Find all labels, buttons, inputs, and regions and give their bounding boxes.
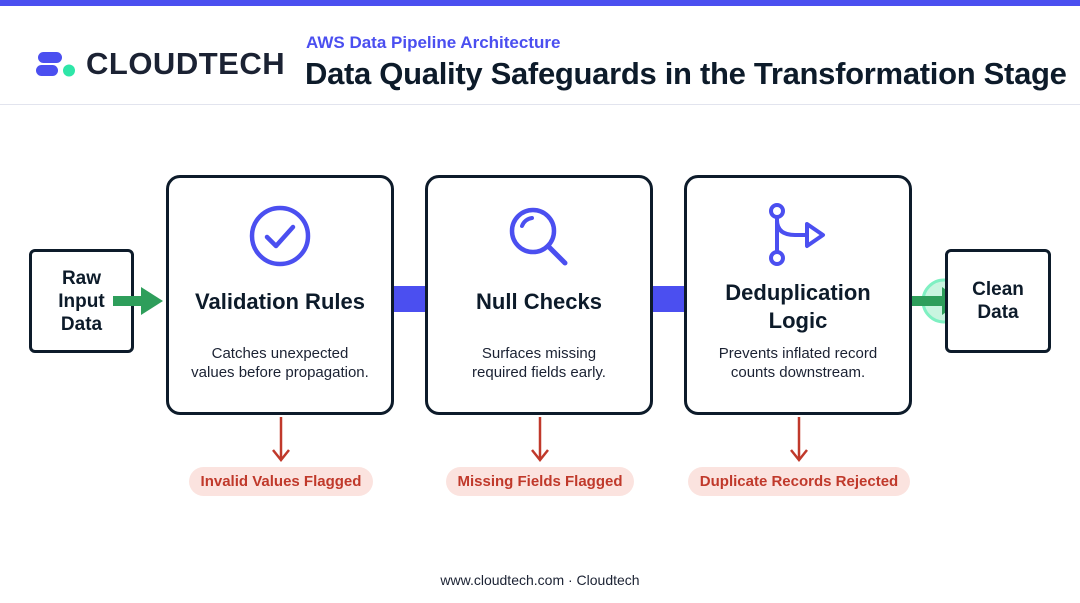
- stage-description-line: counts downstream.: [730, 364, 866, 381]
- page-title: Data Quality Safeguards in the Transform…: [305, 56, 1067, 91]
- stage-deduplication-logic: Deduplication Logic Prevents inflated re…: [684, 175, 912, 415]
- stage-description-line: Prevents inflated record: [718, 345, 878, 362]
- flag-badge: Invalid Values Flagged: [189, 467, 373, 496]
- stage-connector: [653, 286, 686, 312]
- stage-null-checks: Null Checks Surfaces missing required fi…: [425, 175, 653, 415]
- stage-validation-rules: Validation Rules Catches unexpected valu…: [166, 175, 394, 415]
- stage-description: Prevents inflated record counts downstre…: [687, 344, 909, 382]
- reject-arrow-icon: [272, 417, 290, 463]
- reject-arrow-icon: [790, 417, 808, 463]
- stage-title: Null Checks: [476, 289, 602, 314]
- top-accent-bar: [0, 0, 1080, 6]
- stage-title: Deduplication Logic: [687, 279, 909, 335]
- stage-description: Catches unexpected values before propaga…: [169, 344, 391, 382]
- raw-input-line: Data: [60, 313, 103, 335]
- branch-merge-icon: [765, 202, 831, 273]
- stage-title: Validation Rules: [195, 289, 365, 314]
- reject-arrow-icon: [531, 417, 549, 463]
- magnifier-icon: [506, 204, 572, 275]
- stage-description-line: values before propagation.: [191, 364, 369, 381]
- flag-badge: Missing Fields Flagged: [446, 467, 634, 496]
- header: CLOUDTECH AWS Data Pipeline Architecture…: [0, 6, 1080, 104]
- input-flow-arrow: [113, 287, 163, 315]
- stage-description-line: Catches unexpected: [211, 345, 349, 362]
- cloudtech-logo-icon: [36, 52, 75, 77]
- footer-text: www.cloudtech.com · Cloudtech: [440, 572, 640, 588]
- clean-data-line: Clean: [972, 279, 1024, 300]
- stage-connector: [394, 286, 427, 312]
- stage-description-line: Surfaces missing: [481, 345, 597, 362]
- stage-title-line: Deduplication: [725, 280, 871, 305]
- raw-input-node: Raw Input Data: [29, 249, 134, 353]
- clean-data-node: Clean Data: [945, 249, 1051, 353]
- header-divider: [0, 104, 1080, 105]
- stage-title-line: Logic: [768, 308, 828, 333]
- flag-badge: Duplicate Records Rejected: [688, 467, 910, 496]
- checkmark-circle-icon: [248, 204, 312, 273]
- clean-data-line: Data: [977, 302, 1019, 323]
- raw-input-line: Raw: [61, 267, 102, 289]
- brand-name: CLOUDTECH: [86, 46, 286, 81]
- stage-description: Surfaces missing required fields early.: [428, 344, 650, 382]
- raw-input-line: Input: [58, 290, 105, 312]
- page-subtitle: AWS Data Pipeline Architecture: [306, 33, 561, 52]
- brand-logo: CLOUDTECH: [36, 46, 285, 82]
- stage-description-line: required fields early.: [472, 364, 606, 381]
